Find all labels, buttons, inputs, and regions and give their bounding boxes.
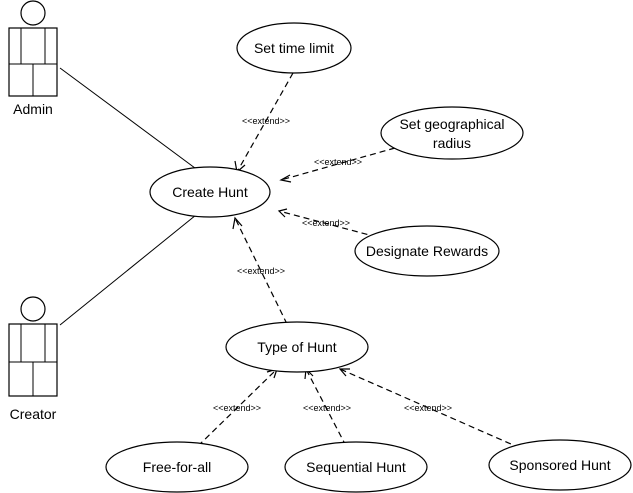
extend-label-sponsored: <<extend>> [404,403,452,413]
use-case-type-of-hunt-label: Type of Hunt [257,339,336,355]
use-case-create-hunt: Create Hunt [149,166,271,218]
use-case-free-for-all-label: Free-for-all [143,459,211,475]
association-creator-create-hunt [59,214,197,326]
use-case-sequential-hunt-label: Sequential Hunt [306,459,406,475]
use-case-type-of-hunt: Type of Hunt [225,321,369,373]
extend-label-free-for-all: <<extend>> [213,403,261,413]
actor-admin-head [20,0,46,26]
use-case-set-geo-radius: Set geographical radius [380,106,524,160]
use-case-designate-rewards-label: Designate Rewards [366,243,488,259]
extend-label-rewards: <<extend>> [302,218,350,228]
extend-set-geo-radius: <<extend>> [279,147,396,183]
use-case-sequential-hunt: Sequential Hunt [284,441,428,493]
actor-admin: Admin [8,0,58,117]
extend-set-time-limit: <<extend>> [234,72,294,174]
actor-creator-head [20,296,46,322]
association-admin-create-hunt [59,67,200,172]
actor-admin-label: Admin [13,101,53,117]
use-case-create-hunt-label: Create Hunt [172,184,248,200]
extend-label-type-of-hunt: <<extend>> [237,266,285,276]
use-case-set-geo-radius-label-2: radius [433,135,471,151]
use-case-set-time-limit: Set time limit [236,22,352,74]
actor-creator-label: Creator [10,406,57,422]
extend-label-sequential: <<extend>> [303,403,351,413]
use-case-free-for-all: Free-for-all [105,441,249,493]
use-case-set-geo-radius-label-1: Set geographical [399,116,504,132]
extend-sequential-hunt: <<extend>> [303,367,351,447]
actor-creator: Creator [8,296,58,422]
extend-designate-rewards: <<extend>> [277,208,378,238]
extend-label-time-limit: <<extend>> [242,116,290,126]
extend-sponsored-hunt: <<extend>> [338,368,521,449]
extend-type-of-hunt: <<extend>> [232,216,288,325]
use-case-sponsored-hunt: Sponsored Hunt [488,439,632,491]
extend-label-geo-radius: <<extend>> [314,157,362,167]
use-case-sponsored-hunt-label: Sponsored Hunt [509,457,610,473]
extend-free-for-all: <<extend>> [197,368,278,447]
use-case-designate-rewards: Designate Rewards [354,225,500,277]
use-case-set-time-limit-label: Set time limit [254,40,334,56]
